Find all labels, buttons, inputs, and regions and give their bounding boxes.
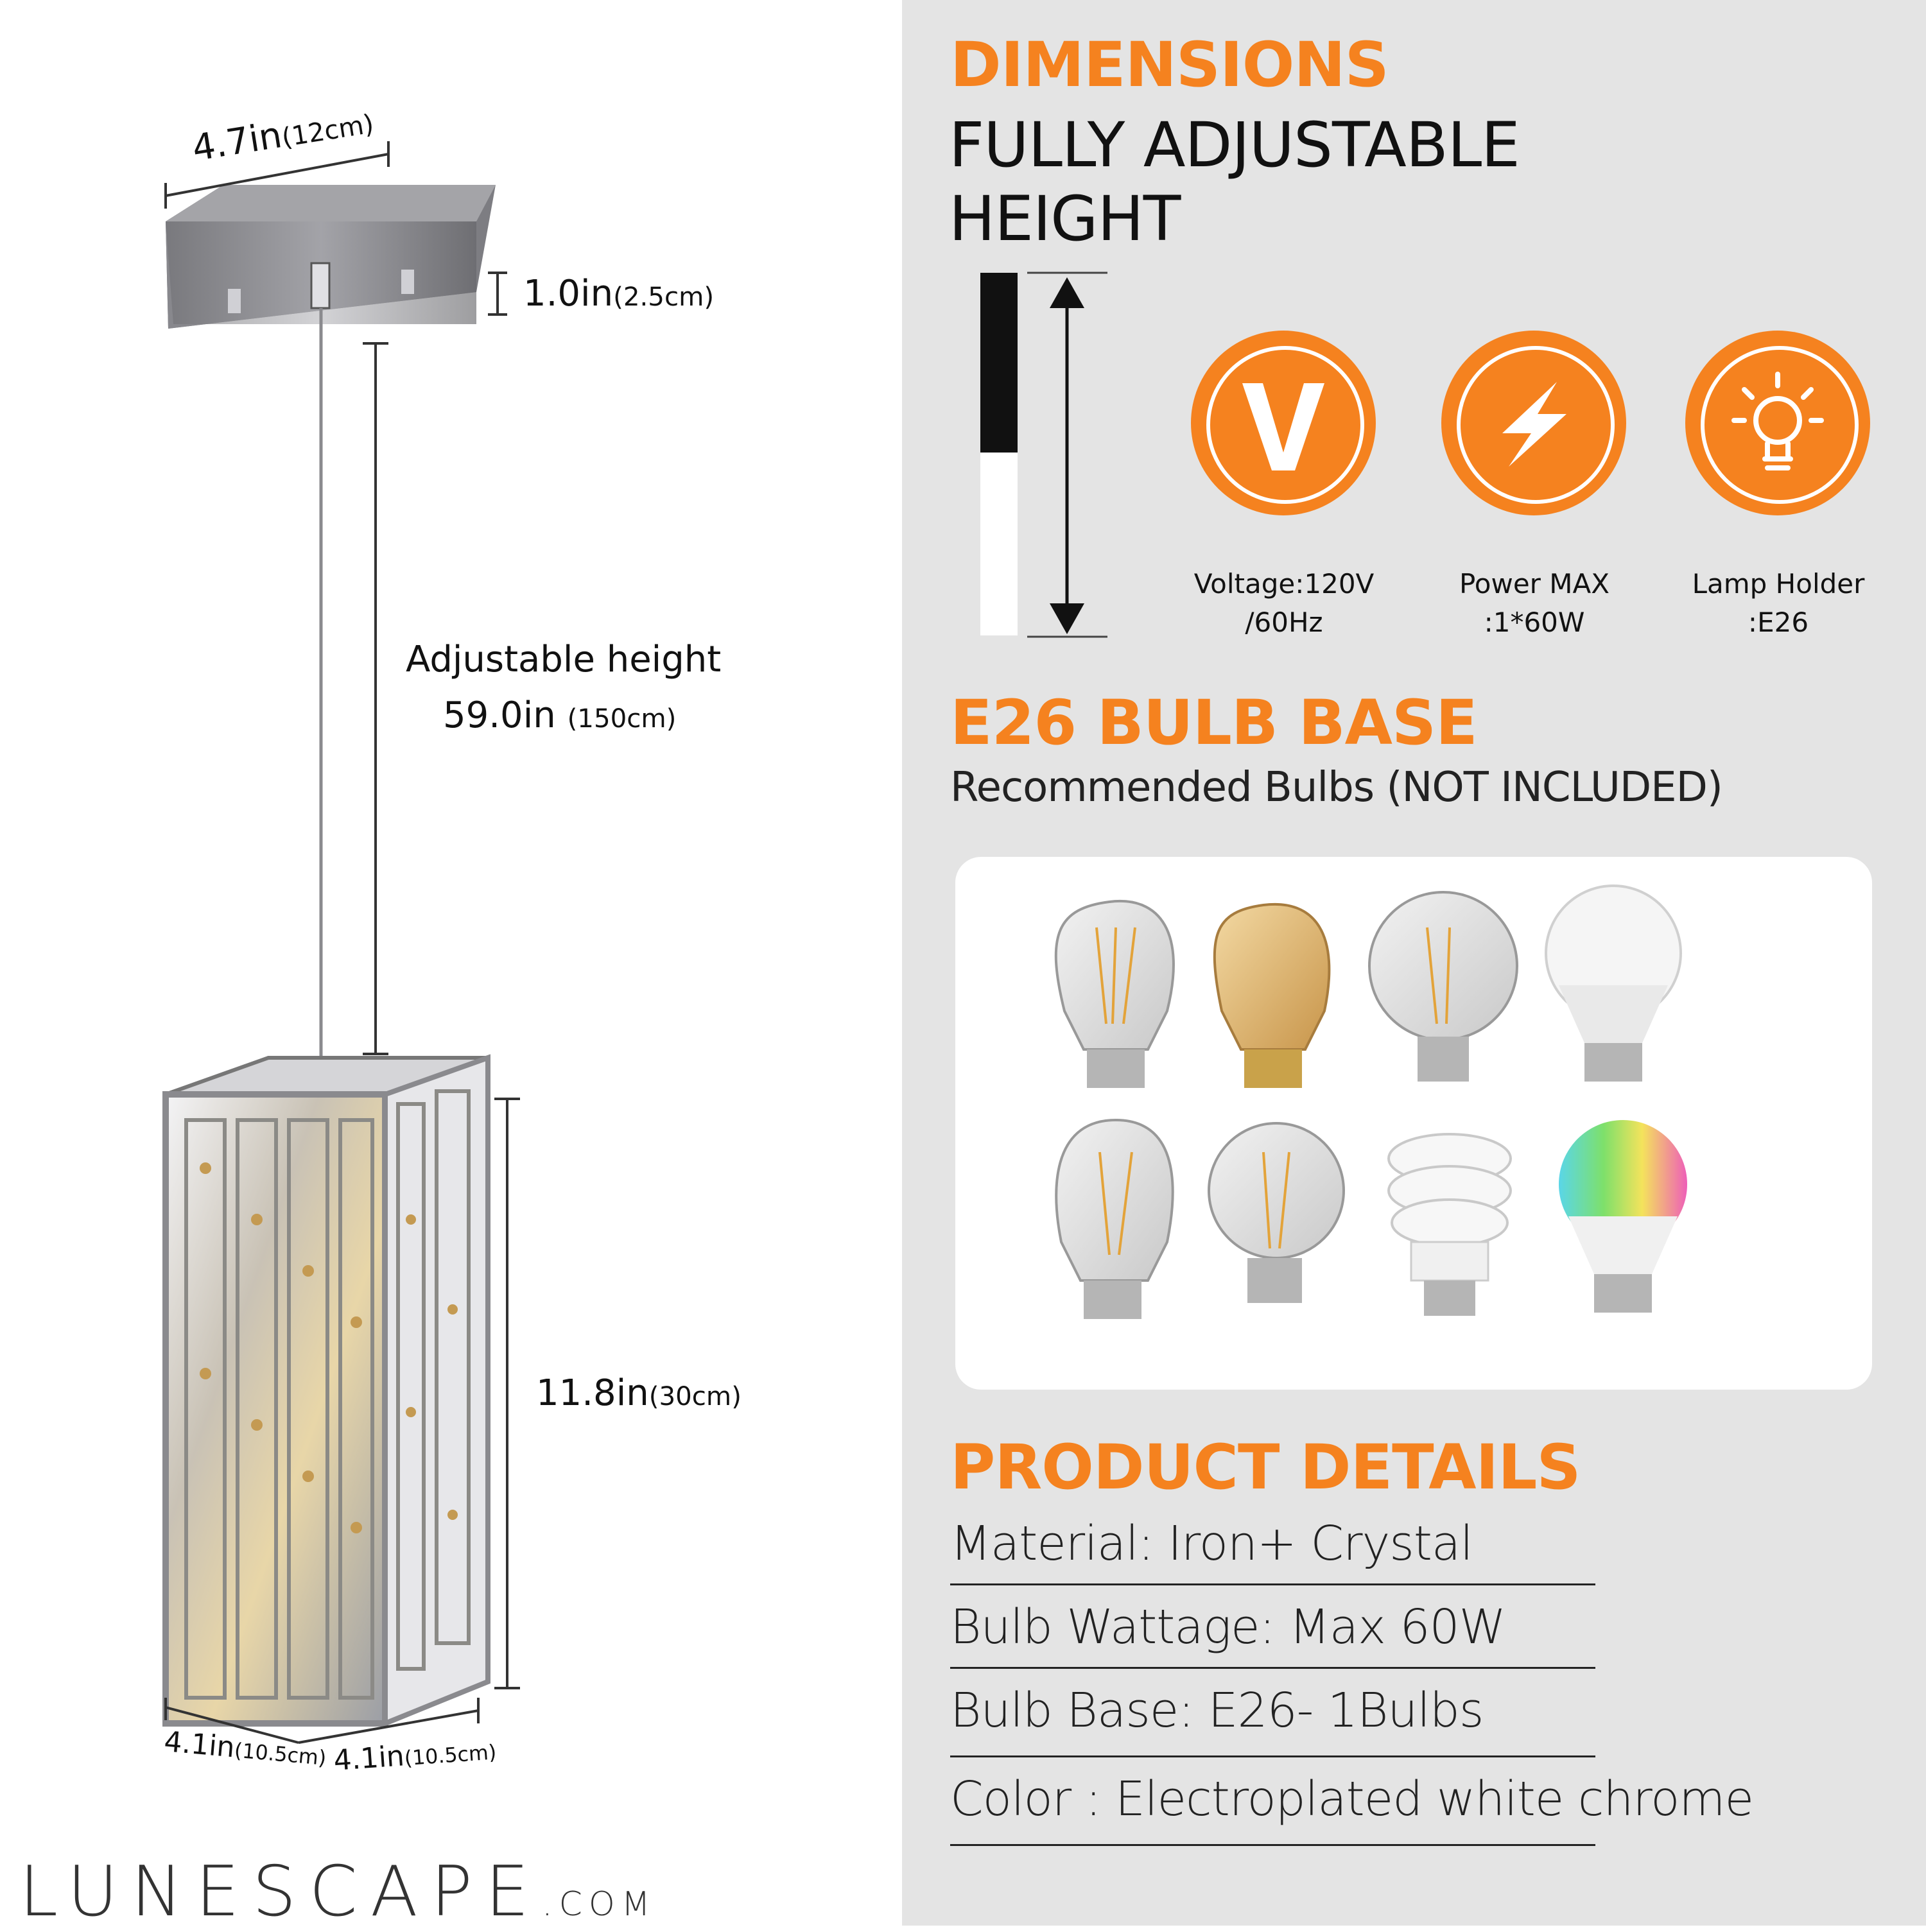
pendant-light-illustration <box>162 141 520 1744</box>
st64-filament-bulb <box>1054 899 1175 1088</box>
voltage-icon <box>1191 331 1376 515</box>
lamp-holder-spec-line2: :E26 <box>1748 607 1809 638</box>
detail-row-color: Color : Electroplated white chrome <box>950 1767 1754 1846</box>
voltage-spec: Voltage:120V /60Hz <box>1175 565 1393 642</box>
voltage-spec-line1: Voltage:120V <box>1193 568 1375 599</box>
power-spec-line2: :1*60W <box>1484 607 1585 638</box>
shade-height-metric: (30cm) <box>648 1381 742 1411</box>
product-image-panel: 4.7in(12cm) 1.0in(2.5cm) Adjustable heig… <box>0 0 902 1932</box>
lightning-icon <box>1441 331 1626 515</box>
canopy-height-metric: (2.5cm) <box>613 282 715 312</box>
canopy-height-value: 1.0in <box>523 273 614 315</box>
voltage-spec-line2: /60Hz <box>1245 607 1323 638</box>
power-spec: Power MAX :1*60W <box>1425 565 1644 642</box>
shade-width-value: 4.1in <box>162 1725 236 1764</box>
shade-height-value: 11.8in <box>536 1372 649 1414</box>
lamp-holder-spec-line1: Lamp Holder <box>1692 568 1865 599</box>
canopy-height-dimension: 1.0in(2.5cm) <box>523 273 714 315</box>
brand-logo: LUNESCAPE.COM <box>19 1852 657 1932</box>
adjustable-heading-line2: HEIGHT <box>949 183 1181 255</box>
a19-led-bulb <box>1545 884 1682 1082</box>
detail-row-bulb-base: Bulb Base: E26- 1Bulbs <box>950 1678 1595 1757</box>
adjustable-height-label: Adjustable height <box>406 639 722 680</box>
spiral-cfl-bulb <box>1387 1133 1512 1316</box>
rgb-smart-bulb <box>1559 1120 1687 1313</box>
height-adjust-graphic <box>980 272 1107 638</box>
lamp-holder-spec: Lamp Holder :E26 <box>1669 565 1887 642</box>
brand-suffix: .COM <box>542 1885 657 1924</box>
amber-edison-bulb <box>1213 902 1331 1088</box>
shade-depth-value: 4.1in <box>333 1739 406 1777</box>
bulb-base-heading: E26 BULB BASE <box>950 687 1478 759</box>
recommended-bulbs-image <box>955 857 1872 1390</box>
dimensions-heading: DIMENSIONS <box>950 29 1389 101</box>
adjustable-heading-line1: FULLY ADJUSTABLE <box>949 109 1520 181</box>
shade-depth-metric: (10.5cm) <box>403 1741 498 1771</box>
detail-row-material: Material: Iron+ Crystal <box>950 1512 1595 1585</box>
power-spec-line1: Power MAX <box>1459 568 1610 599</box>
brand-name: LUNESCAPE <box>19 1852 542 1932</box>
detail-row-wattage: Bulb Wattage: Max 60W <box>950 1595 1595 1669</box>
shade-height-dimension: 11.8in(30cm) <box>536 1372 742 1414</box>
globe-filament-bulb <box>1368 891 1518 1082</box>
lightbulb-icon <box>1685 331 1870 515</box>
st58-filament-bulb <box>1055 1118 1174 1319</box>
recommended-bulbs-subtitle: Recommended Bulbs (NOT INCLUDED) <box>950 764 1723 811</box>
adjustable-height-metric: (150cm) <box>567 703 677 734</box>
product-details-heading: PRODUCT DETAILS <box>950 1431 1581 1503</box>
a19-filament-bulb <box>1208 1122 1345 1303</box>
adjustable-height-value: 59.0in <box>443 694 556 736</box>
adjustable-height-dimension: 59.0in (150cm) <box>443 694 676 736</box>
